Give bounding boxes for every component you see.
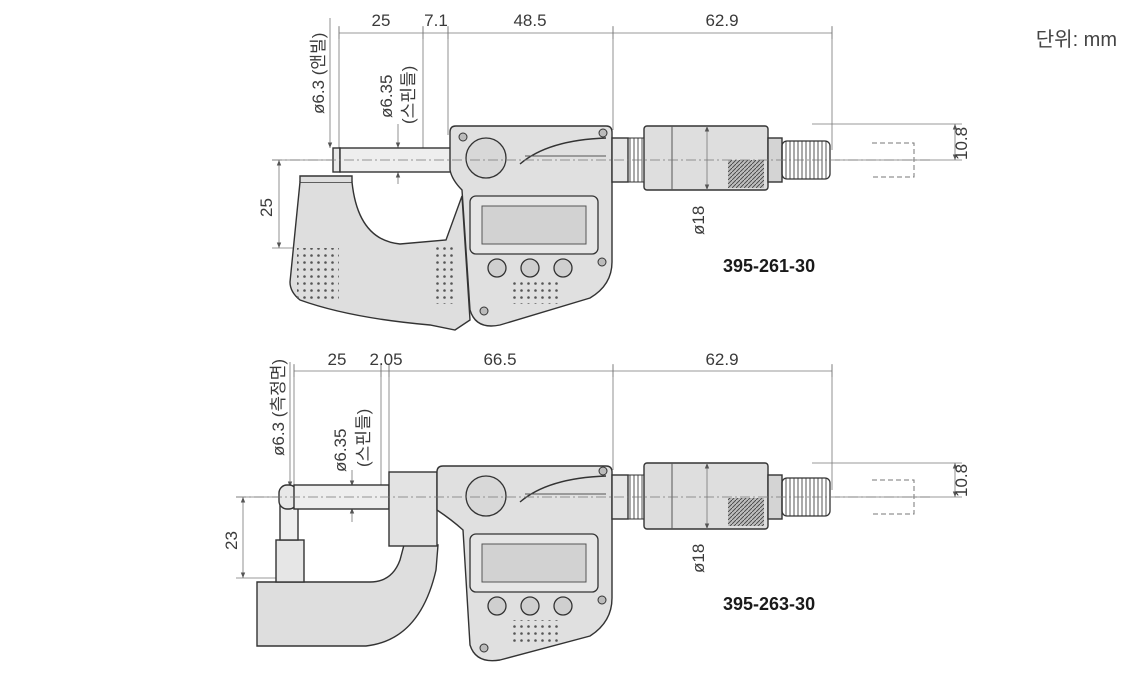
button-icon — [553, 596, 573, 616]
model-number: 395-263-30 — [723, 594, 815, 614]
lock-lever-icon — [465, 475, 507, 517]
screw-icon — [479, 643, 489, 653]
screw-icon — [458, 132, 468, 142]
micrometer-395-263-30: 25 2.05 66.5 62.9 ø6.3 (측정면) ø6.35 (스핀들)… — [222, 350, 971, 662]
unit-label: 단위: mm — [1036, 28, 1117, 51]
dim-top-48-5: 48.5 — [513, 11, 546, 30]
dim-anvil-diameter: ø6.3 (측정면) — [269, 359, 288, 456]
dim-top-25: 25 — [372, 11, 391, 30]
top-dimension-line — [293, 365, 833, 377]
dim-thimble-diameter: ø18 — [689, 544, 708, 573]
lock-lever-icon — [465, 137, 507, 179]
dim-spindle-diameter: ø6.35 — [377, 75, 396, 118]
extension-lines — [272, 26, 962, 249]
anvil-post — [275, 539, 305, 583]
screw-icon — [598, 128, 608, 138]
button-icon — [520, 596, 540, 616]
thimble-knurl — [728, 160, 764, 188]
ghost-extension — [872, 479, 915, 515]
dim-height: 25 — [257, 198, 276, 217]
thimble-knurl — [728, 498, 764, 526]
button-icon — [520, 258, 540, 278]
dim-right: 10.8 — [952, 127, 971, 160]
grip-dots-right — [435, 246, 456, 304]
top-dimension-line — [338, 27, 833, 39]
dim-thimble-diameter: ø18 — [689, 206, 708, 235]
screw-icon — [597, 595, 607, 605]
dim-top-62-9: 62.9 — [705, 350, 738, 369]
dim-anvil-diameter: ø6.3 (앤빌) — [309, 33, 328, 114]
speaker-dots — [512, 620, 562, 642]
dim-spindle-note: (스핀들) — [399, 66, 418, 124]
grip-dots-left — [297, 248, 339, 300]
frame — [256, 544, 439, 647]
dim-spindle-note: (스핀들) — [354, 409, 373, 467]
dim-top-2-05: 2.05 — [369, 350, 402, 369]
dim-top-25: 25 — [328, 350, 347, 369]
spindle-sleeve — [388, 471, 438, 547]
dim-spindle-diameter: ø6.35 — [331, 429, 350, 472]
screw-icon — [598, 466, 608, 476]
dim-top-66-5: 66.5 — [483, 350, 516, 369]
micrometer-395-261-30: 25 7.1 48.5 62.9 ø6.3 (앤빌) ø6.35 (스핀들) 2… — [257, 11, 971, 331]
speaker-dots — [512, 282, 562, 304]
ghost-extension — [872, 142, 915, 178]
screw-icon — [479, 306, 489, 316]
dim-top-7-1: 7.1 — [424, 11, 448, 30]
button-icon — [487, 258, 507, 278]
dim-right: 10.8 — [952, 464, 971, 497]
dim-height: 23 — [222, 531, 241, 550]
dim-top-62-9: 62.9 — [705, 11, 738, 30]
button-icon — [553, 258, 573, 278]
model-number: 395-261-30 — [723, 256, 815, 276]
button-icon — [487, 596, 507, 616]
screw-icon — [597, 257, 607, 267]
